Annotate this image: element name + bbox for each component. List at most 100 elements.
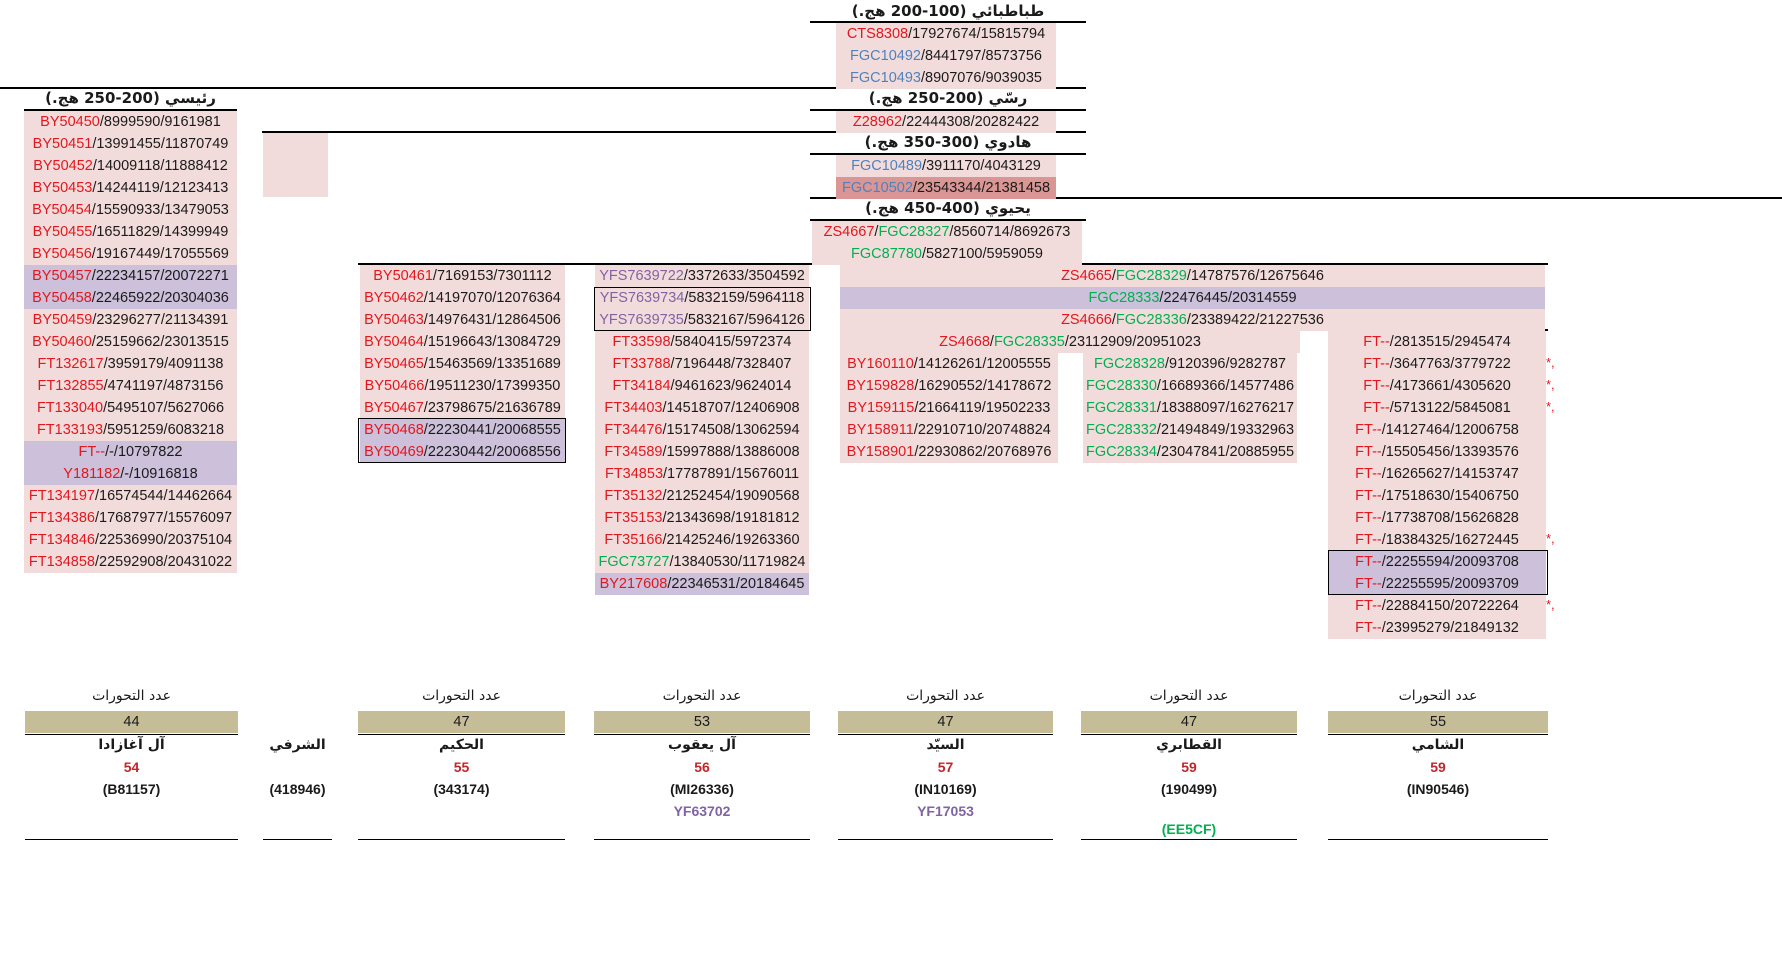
position-value: 8441797 xyxy=(925,48,982,64)
position-value: / xyxy=(731,356,736,372)
position-value: / xyxy=(432,268,437,284)
count-label: عدد التحورات xyxy=(422,688,501,704)
position-value: 23543344 xyxy=(916,180,982,196)
position-value: / xyxy=(164,356,169,372)
mutation-row: ZS4667/FGC28327/8560714/8692673 xyxy=(812,221,1082,243)
position-value: / xyxy=(91,202,96,218)
position-value: / xyxy=(980,158,985,174)
mutation-row: FT--/-/10797822 xyxy=(24,441,237,463)
mutation-row: FT--/23995279/21849132 xyxy=(1328,617,1546,639)
position-value: / xyxy=(163,400,168,416)
position-value: / xyxy=(731,400,736,416)
position-value: 5713122 xyxy=(1393,400,1451,416)
mutation-row: BY50454/15590933/13479053 xyxy=(24,199,237,221)
position-value: 22465922 xyxy=(95,290,161,306)
position-value: 19181812 xyxy=(735,510,800,526)
position-value: / xyxy=(159,224,164,240)
position-value: / xyxy=(492,444,497,460)
position-value: / xyxy=(731,444,736,460)
position-value: 3959179 xyxy=(107,356,165,372)
position-value: 15997888 xyxy=(666,444,732,460)
position-value: 7196448 xyxy=(674,356,732,372)
position-value: 4305620 xyxy=(1454,378,1511,394)
position-value: / xyxy=(1132,334,1137,350)
position-value: 2813515 xyxy=(1393,334,1451,350)
mutation-row: ZS4665/FGC28329/14787576/12675646 xyxy=(840,265,1545,287)
mutation-row: BY50460/25159662/23013515 xyxy=(24,331,237,353)
position-value: 6083218 xyxy=(167,422,225,438)
snp-name: BY50461 xyxy=(373,268,433,284)
position-value: 12675646 xyxy=(1259,268,1324,284)
snp-name: FGC28333 xyxy=(1088,290,1160,306)
family-name: الشامي xyxy=(1411,737,1465,753)
count-underline xyxy=(1328,734,1548,735)
snp-name: FT34853 xyxy=(604,466,664,482)
position-value: / xyxy=(163,554,168,570)
position-value: / xyxy=(1450,422,1455,438)
mutation-row: CTS8308/17927674/15815794 xyxy=(836,23,1056,45)
mutation-row: FT133193/5951259/6083218 xyxy=(24,419,237,441)
snp-name: FT133040 xyxy=(36,400,104,416)
mutation-row: BY50463/14976431/12864506 xyxy=(360,309,565,331)
bottom-line xyxy=(838,839,1053,840)
bottom-line xyxy=(25,839,238,840)
position-value: 14197070 xyxy=(427,290,493,306)
count-value: 44 xyxy=(25,711,238,733)
position-value: / xyxy=(663,466,668,482)
position-value: / xyxy=(163,510,168,526)
position-value: / xyxy=(160,158,165,174)
mutation-row: BY50456/19167449/17055569 xyxy=(24,243,237,265)
position-value: 2945474 xyxy=(1454,334,1511,350)
position-value: / xyxy=(981,70,986,86)
count-label: عدد التحورات xyxy=(662,688,742,704)
position-value: 7328407 xyxy=(735,356,792,372)
position-value: / xyxy=(1389,334,1394,350)
position-value: 21343698 xyxy=(666,510,732,526)
position-value: / xyxy=(1225,444,1230,460)
position-value: / xyxy=(423,334,428,350)
position-value: / xyxy=(1450,620,1455,636)
position-value: / xyxy=(662,444,667,460)
position-value: / xyxy=(1450,334,1455,350)
position-value: / xyxy=(1225,356,1230,372)
position-value: 14009118 xyxy=(96,158,161,174)
position-value: / xyxy=(91,290,96,306)
kit-id: (B81157) xyxy=(102,781,161,797)
position-value: / xyxy=(982,378,987,394)
snp-name: BY50454 xyxy=(32,202,92,218)
position-value: 11870749 xyxy=(164,136,229,152)
star-mark: *, xyxy=(1546,531,1555,546)
snp-name: FT134858 xyxy=(28,554,95,570)
mutation-row: BY50452/14009118/11888412 xyxy=(24,155,237,177)
position-value: 20748824 xyxy=(986,422,1051,438)
snp-name: FT-- xyxy=(1363,378,1390,394)
count-underline xyxy=(25,734,238,735)
snp-name: FT-- xyxy=(1355,532,1382,548)
family-name: الشرفي xyxy=(269,737,326,753)
position-value: 22230441 xyxy=(427,422,493,438)
position-value: 13479053 xyxy=(164,202,229,218)
position-value: 23389422 xyxy=(1190,312,1256,328)
position-value: 21494849 xyxy=(1160,422,1226,438)
count-label: عدد التحورات xyxy=(906,688,985,704)
position-value: 12006758 xyxy=(1454,422,1519,438)
tree-line xyxy=(810,197,1782,199)
position-value: 9461623 xyxy=(674,378,732,394)
snp-name: BY50464 xyxy=(364,334,424,350)
snp-name: FT-- xyxy=(1355,554,1382,570)
generation-number: 59 xyxy=(1181,759,1197,775)
position-value: / xyxy=(669,554,674,570)
position-value: 17399350 xyxy=(495,378,561,394)
position-value: 19511230 xyxy=(428,378,492,394)
tree-line xyxy=(0,87,1086,89)
position-value: 14577486 xyxy=(1229,378,1295,394)
position-value: / xyxy=(160,202,165,218)
position-value: 20951023 xyxy=(1136,334,1201,350)
sharafi-block xyxy=(263,133,328,197)
snp-name: FT-- xyxy=(78,444,106,460)
position-value: / xyxy=(1111,312,1116,328)
position-value: / xyxy=(670,378,675,394)
position-value: 14127464 xyxy=(1385,422,1451,438)
position-value: 3779722 xyxy=(1454,356,1511,372)
snp-name: BY158901 xyxy=(846,444,915,460)
